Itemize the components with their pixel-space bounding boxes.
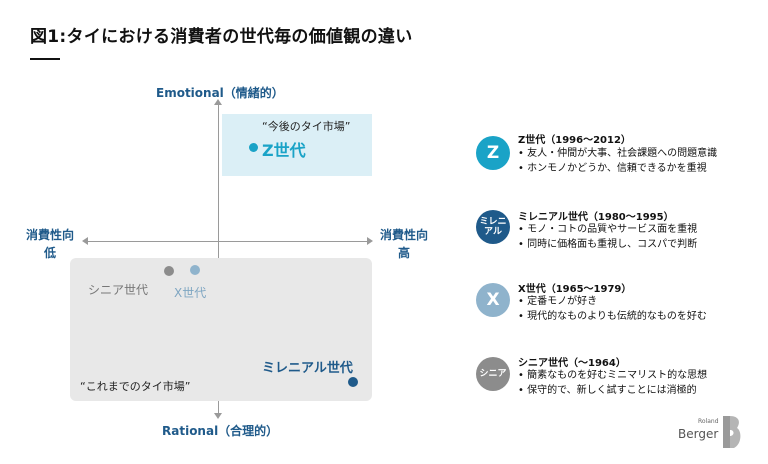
arrow-down-icon: [214, 413, 222, 419]
logo-b-mark-icon: [723, 416, 741, 448]
gen-z-legend-bullet: • ホンモノかどうか、信頼できるかを重視: [518, 163, 707, 174]
millennial-badge-line2: アル: [484, 227, 502, 237]
gen-x-legend-bullet: • 定番モノが好き: [518, 296, 598, 307]
gen-x-label: X世代: [174, 286, 207, 300]
gen-x-marker: [190, 265, 200, 275]
axis-label-high-line1: 消費性向: [379, 228, 428, 242]
senior-legend-bullet: • 保守的で、新しく試すことには消極的: [518, 385, 697, 396]
senior-marker: [164, 266, 174, 276]
current-market-caption: “これまでのタイ市場”: [80, 380, 191, 393]
gen-z-legend-bullet: • 友人・仲間が大事、社会課題への問題意識: [518, 148, 718, 159]
senior-legend-bullet: • 簡素なものを好むミニマリスト的な思想: [518, 370, 708, 381]
millennial-badge-icon: ミレニ アル: [476, 210, 510, 244]
axis-label-low-line1: 消費性向: [25, 228, 74, 242]
future-market-zone: [222, 114, 372, 176]
axis-label-low-line2: 低: [43, 246, 56, 260]
gen-z-marker: [249, 143, 258, 152]
senior-legend-title: シニア世代（～1964）: [518, 358, 626, 369]
roland-berger-logo: Roland Berger: [678, 414, 744, 450]
millennial-legend-title: ミレニアル世代（1980～1995）: [518, 212, 674, 223]
millennial-marker: [348, 377, 358, 387]
axis-label-rational: Rational（合理的）: [162, 424, 279, 438]
gen-z-legend-title: Z世代（1996～2012）: [518, 135, 631, 146]
gen-x-legend-bullet: • 現代的なものよりも伝統的なものを好む: [518, 311, 707, 322]
title-underline: [30, 58, 60, 60]
gen-x-legend-title: X世代（1965～1979）: [518, 284, 632, 295]
senior-badge-icon: シニア: [476, 357, 510, 391]
logo-roland-text: Roland: [698, 418, 719, 425]
gen-z-badge-icon: Z: [476, 136, 510, 170]
future-market-caption: “今後のタイ市場”: [262, 120, 351, 133]
axis-label-low-spending: 消費性向 低: [18, 226, 82, 262]
page-title: 図1:タイにおける消費者の世代毎の価値観の違い: [30, 27, 413, 47]
senior-label: シニア世代: [88, 283, 149, 297]
current-market-zone: [70, 258, 372, 401]
millennial-badge-line1: ミレニ: [479, 217, 507, 227]
arrow-right-icon: [367, 237, 373, 245]
logo-berger-text: Berger: [678, 427, 719, 441]
axis-label-high-spending: 消費性向 高: [372, 226, 436, 262]
gen-z-label: Z世代: [262, 141, 306, 160]
horizontal-axis: [86, 241, 368, 242]
axis-label-emotional: Emotional（情緒的）: [156, 86, 284, 100]
arrow-left-icon: [82, 237, 88, 245]
axis-label-high-line2: 高: [397, 246, 410, 260]
arrow-up-icon: [214, 99, 222, 105]
gen-x-badge-icon: X: [476, 283, 510, 317]
millennial-legend-bullet: • モノ・コトの品質やサービス面を重視: [518, 224, 698, 235]
millennial-label: ミレニアル世代: [262, 361, 353, 376]
millennial-legend-bullet: • 同時に価格面も重視し、コスパで判断: [518, 239, 698, 250]
